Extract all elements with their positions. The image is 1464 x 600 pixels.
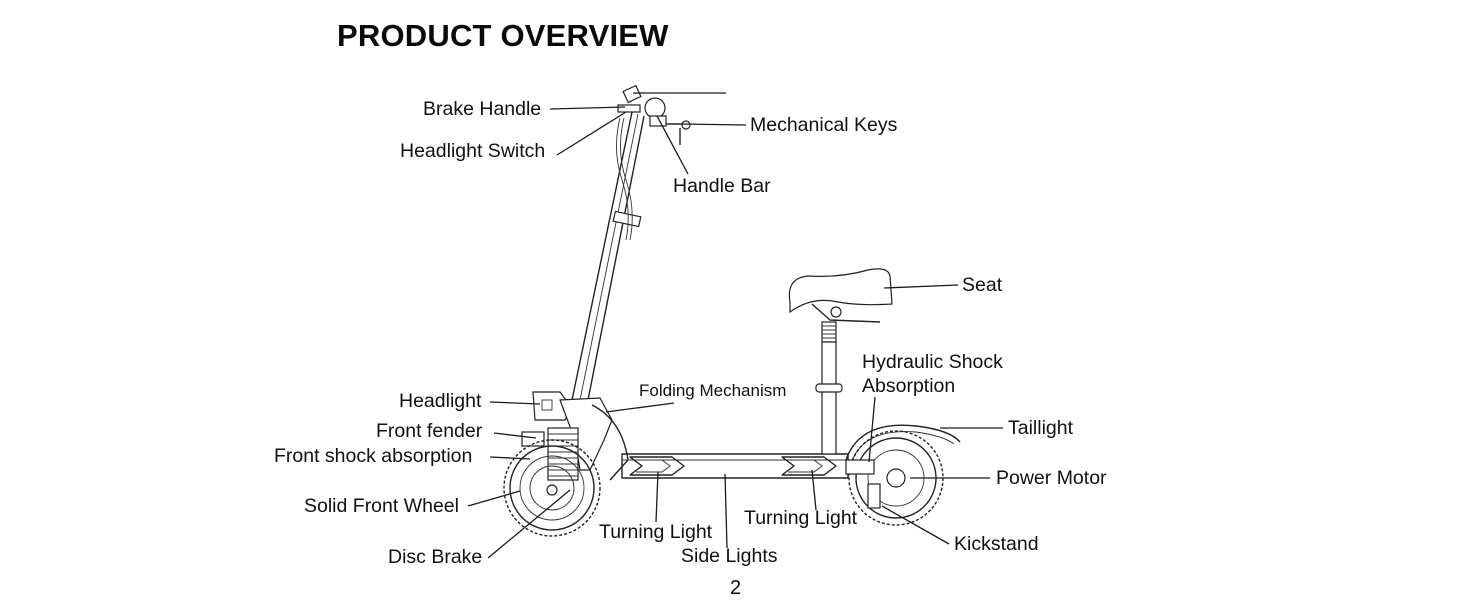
handlebar-cluster	[617, 84, 691, 145]
page-title: PRODUCT OVERVIEW	[337, 18, 669, 53]
seat-assembly	[788, 268, 893, 455]
label-turning-light-right: Turning Light	[744, 507, 858, 529]
label-headlight-switch: Headlight Switch	[400, 140, 546, 162]
label-solid-front-wheel: Solid Front Wheel	[304, 495, 459, 517]
label-hydraulic-shock-line1: Hydraulic Shock	[862, 351, 1003, 373]
label-side-lights: Side Lights	[681, 545, 778, 567]
label-brake-handle: Brake Handle	[423, 98, 542, 120]
deck	[621, 453, 849, 479]
label-turning-light-left: Turning Light	[599, 521, 713, 543]
label-taillight: Taillight	[1008, 417, 1074, 439]
label-seat: Seat	[962, 274, 1003, 296]
label-folding-mechanism: Folding Mechanism	[639, 381, 787, 400]
label-front-fender: Front fender	[376, 420, 483, 442]
front-assembly	[521, 391, 629, 481]
rear-assembly	[845, 424, 961, 526]
leader-lines	[467, 92, 1003, 559]
label-kickstand: Kickstand	[954, 533, 1039, 555]
label-headlight: Headlight	[399, 390, 482, 412]
label-power-motor: Power Motor	[996, 467, 1107, 489]
label-handle-bar: Handle Bar	[673, 175, 771, 197]
label-disc-brake: Disc Brake	[388, 546, 483, 568]
label-hydraulic-shock-line2: Absorption	[862, 375, 956, 397]
page-number: 2	[730, 577, 742, 599]
label-mechanical-keys: Mechanical Keys	[750, 114, 898, 136]
front-wheel	[503, 439, 601, 537]
label-front-shock-absorption: Front shock absorption	[274, 445, 473, 467]
steering-column	[571, 111, 645, 401]
